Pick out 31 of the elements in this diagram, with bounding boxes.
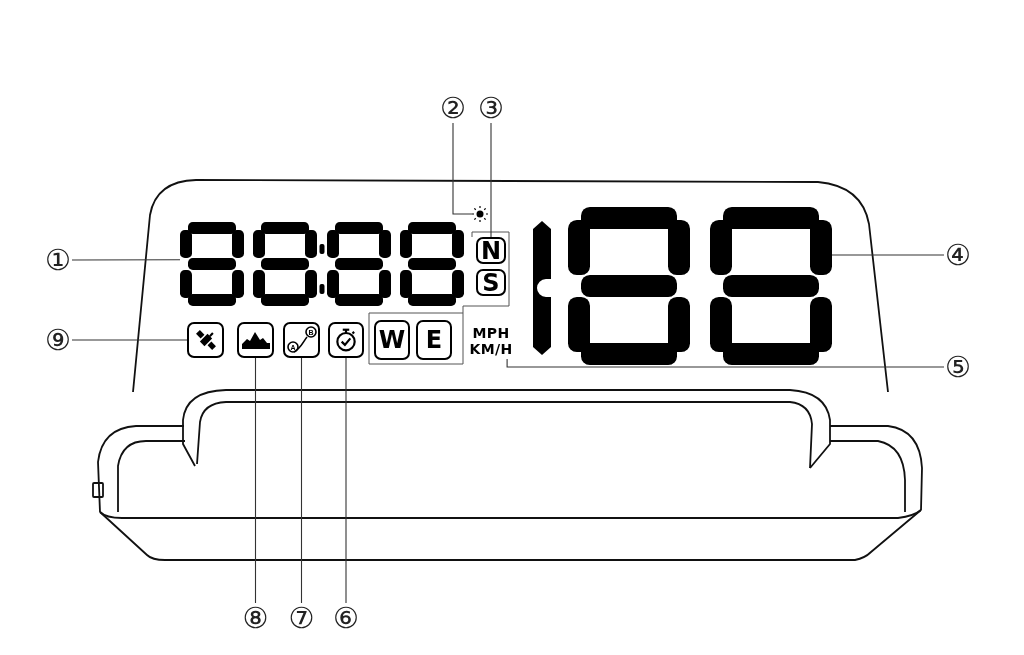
leader-line xyxy=(452,122,473,215)
brightness-icon xyxy=(472,206,488,222)
route-icon xyxy=(283,322,320,358)
callout-number: ⑥ xyxy=(332,603,360,633)
direction-indicator: W xyxy=(374,320,410,360)
speed-digits-display xyxy=(530,207,832,365)
leader-line xyxy=(490,122,492,238)
direction-indicator: N xyxy=(476,237,506,264)
callout-number: ① xyxy=(44,245,72,275)
callout-number: ⑨ xyxy=(44,325,72,355)
leader-line xyxy=(506,358,945,368)
callout-number: ⑧ xyxy=(241,603,270,633)
clock-digits-display xyxy=(180,222,464,306)
leader-line xyxy=(254,357,257,604)
leader-line xyxy=(71,339,188,341)
callout-number: ⑤ xyxy=(944,352,972,382)
direction-indicator: S xyxy=(476,269,506,296)
leader-line xyxy=(300,357,303,604)
stopwatch-icon xyxy=(328,322,364,358)
unit-label: KM/H xyxy=(469,341,513,357)
satellite-icon xyxy=(187,322,224,358)
direction-indicator: E xyxy=(416,320,452,360)
callout-number: ④ xyxy=(944,240,972,270)
callout-number: ⑦ xyxy=(287,603,316,633)
callout-number: ③ xyxy=(477,93,505,123)
callout-number: ② xyxy=(439,93,467,123)
mountain-icon xyxy=(237,322,274,358)
leader-line xyxy=(71,259,181,261)
leader-line xyxy=(831,254,945,256)
unit-label: MPH xyxy=(472,325,510,341)
leader-line xyxy=(345,357,347,604)
